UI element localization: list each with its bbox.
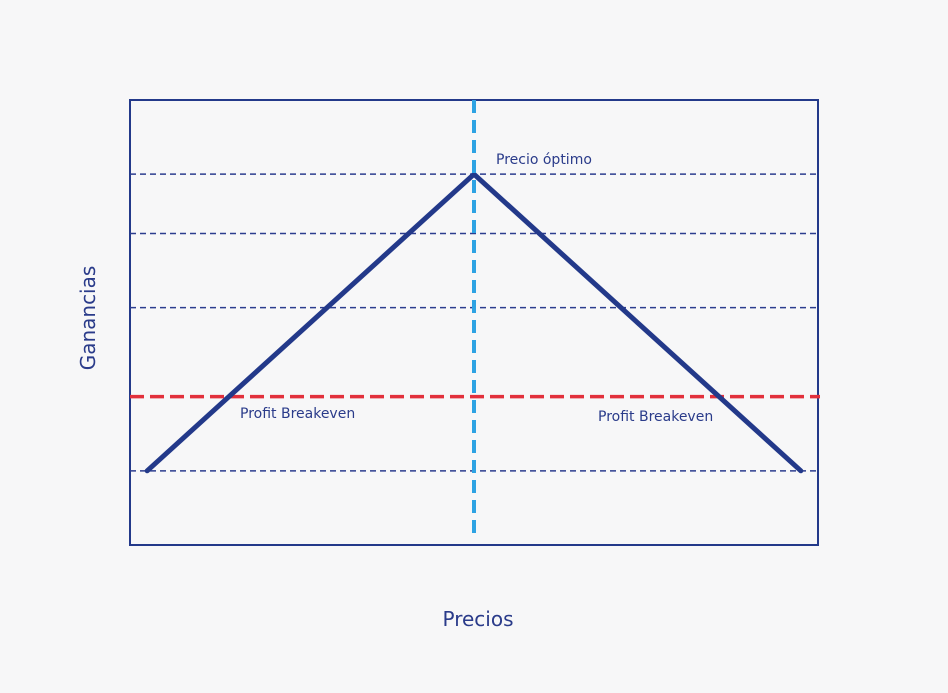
x-axis-label: Precios <box>442 607 513 631</box>
breakeven-left-label: Profit Breakeven <box>240 406 355 422</box>
y-axis-label: Ganancias <box>76 266 100 371</box>
optimal-price-label: Precio óptimo <box>496 152 592 168</box>
breakeven-right-label: Profit Breakeven <box>598 409 713 425</box>
profit-series-line <box>144 171 804 474</box>
